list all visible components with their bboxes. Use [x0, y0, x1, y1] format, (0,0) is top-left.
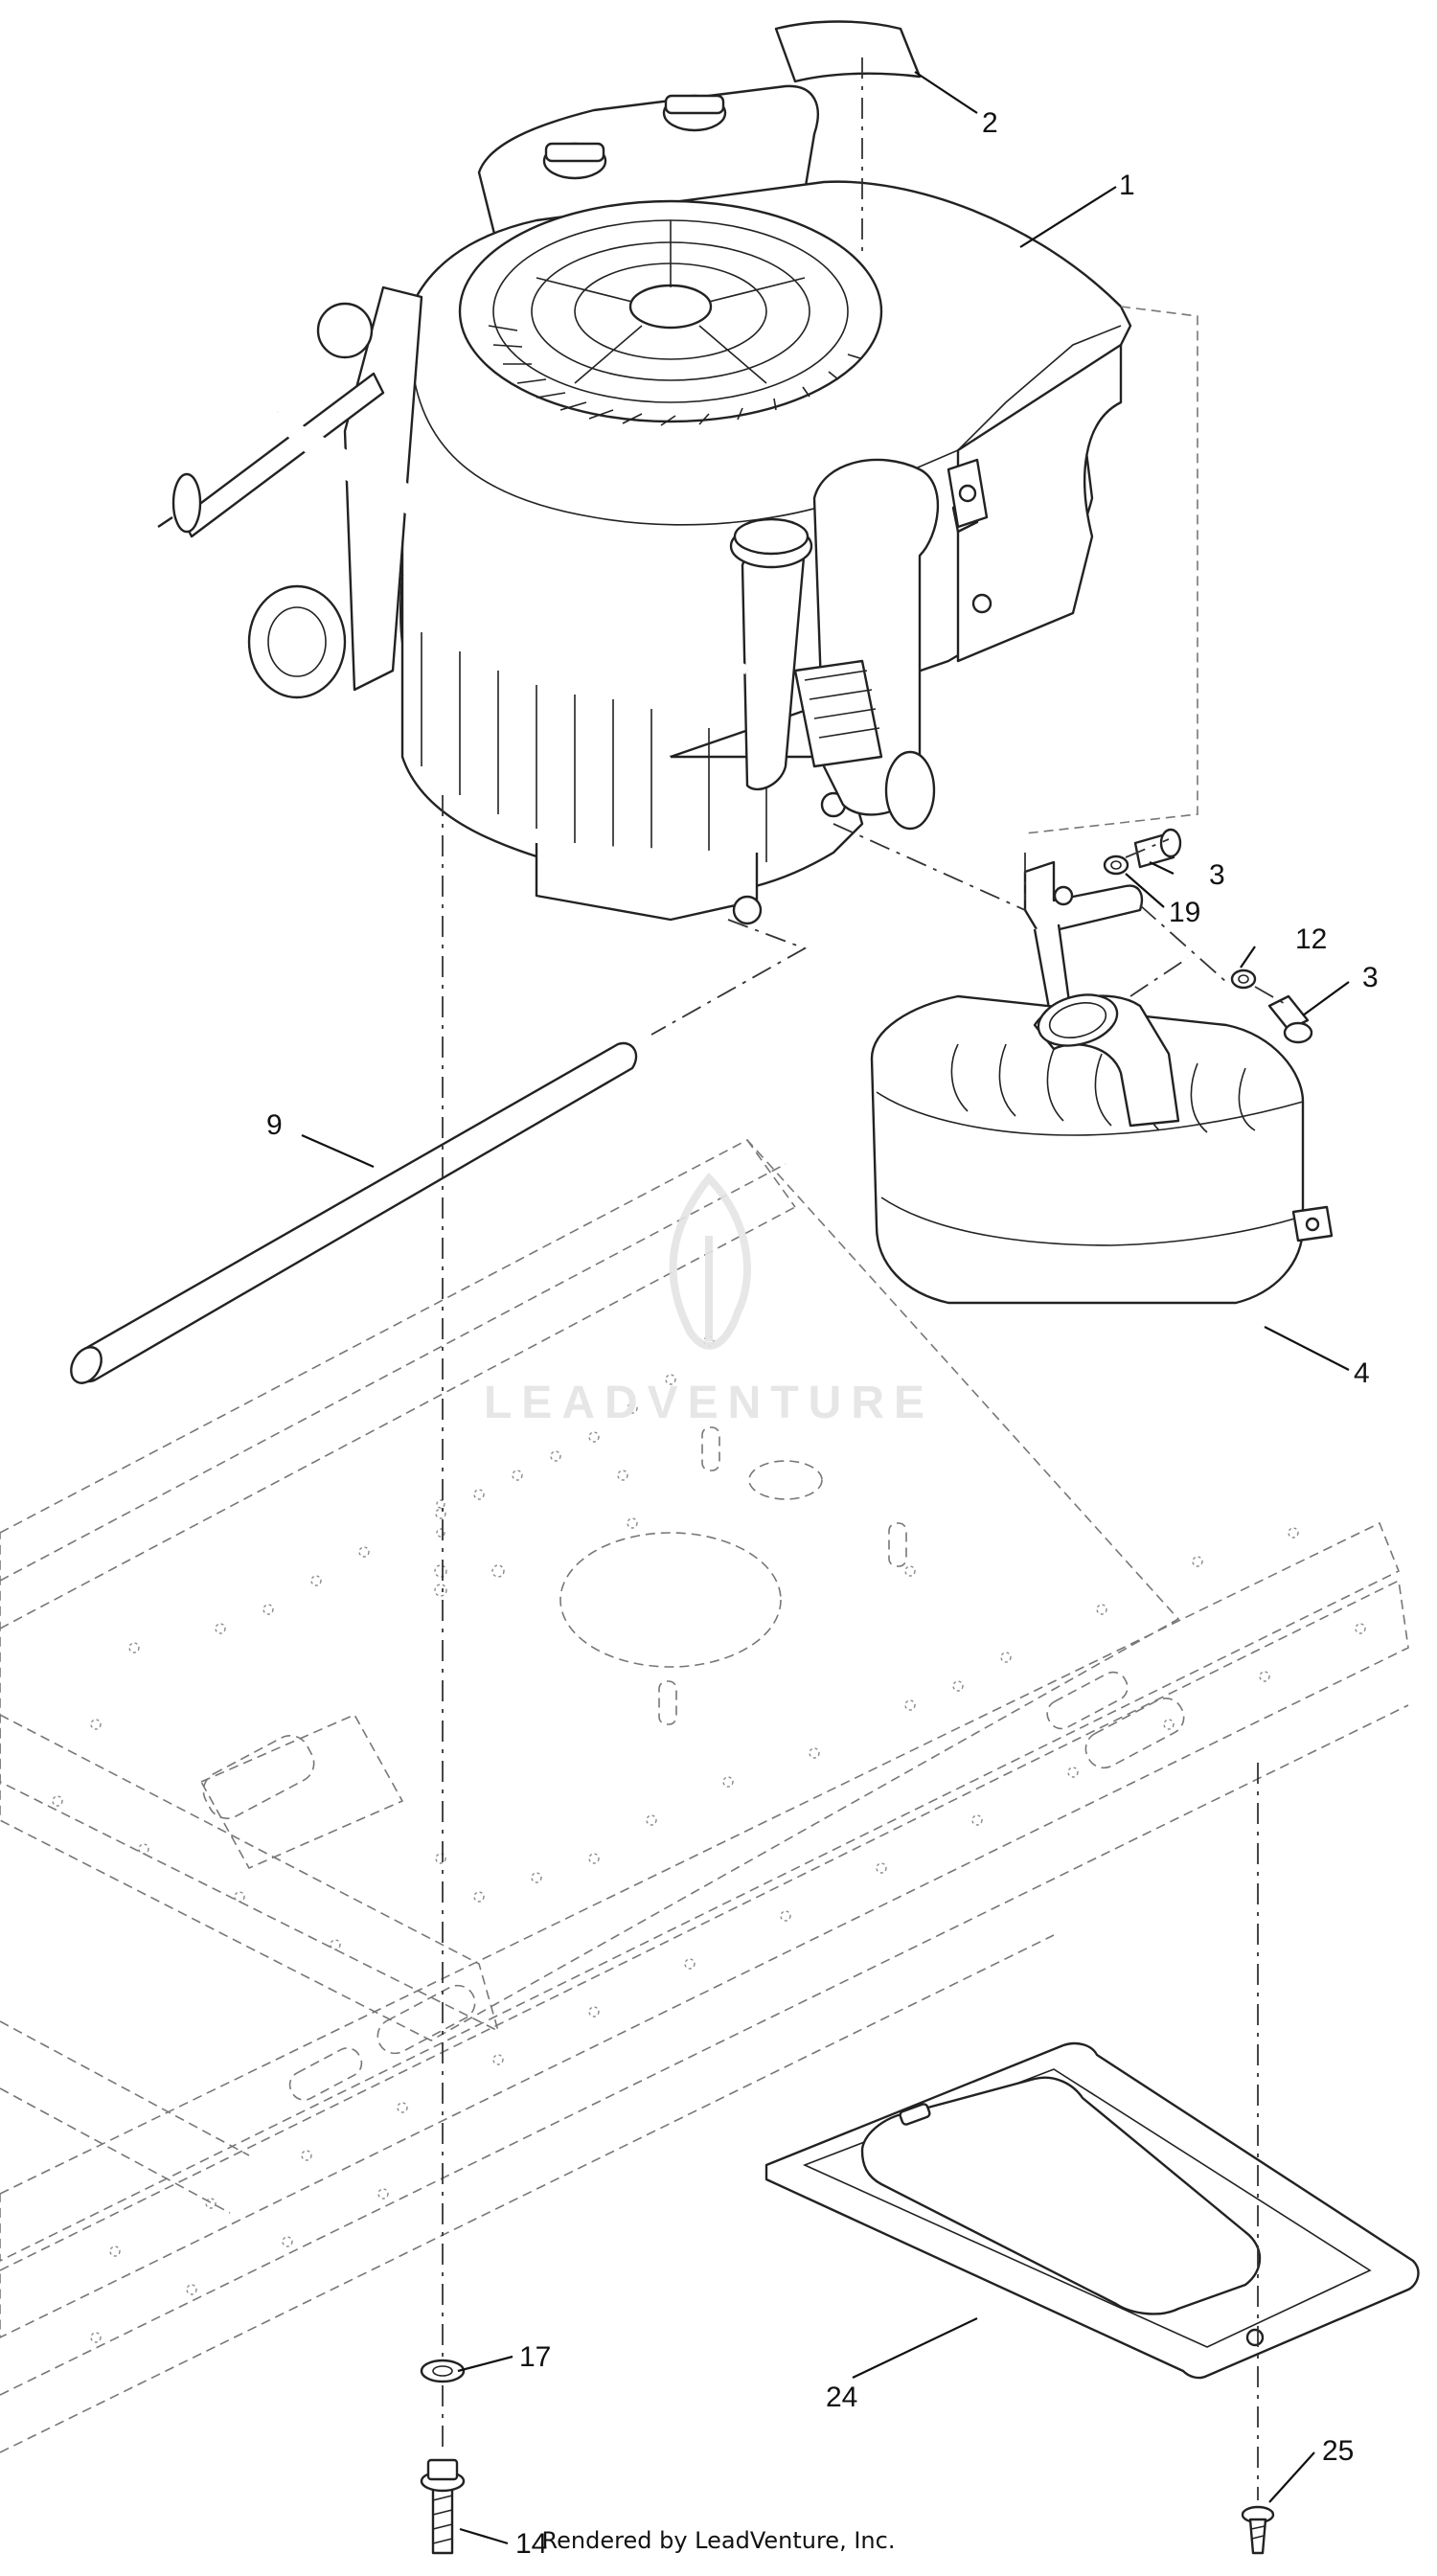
- callout-3-lower: 3: [1362, 962, 1379, 993]
- engine-bolt: [420, 2458, 466, 2555]
- callout-1: 1: [1119, 170, 1135, 201]
- decal: [774, 20, 922, 83]
- callout-4: 4: [1354, 1357, 1370, 1389]
- callout-25: 25: [1322, 2435, 1354, 2467]
- callout-9: 9: [266, 1109, 283, 1141]
- callout-labels: 1 2 3 19 12 3 9 4 17 24 25 14: [266, 107, 1379, 2560]
- assembly-lines: [442, 57, 1289, 2500]
- muffler: [870, 860, 1334, 1305]
- tube: [73, 1041, 638, 1383]
- leader-lines: [301, 71, 1350, 2545]
- callout-12: 12: [1295, 923, 1327, 955]
- callout-14: 14: [515, 2528, 547, 2560]
- washer: [420, 2359, 466, 2383]
- callout-19: 19: [1169, 897, 1200, 928]
- shield-screw: [1241, 2505, 1275, 2555]
- callout-17: 17: [519, 2341, 551, 2373]
- watermark-text: LEADVENTURE: [484, 1378, 934, 1428]
- frame-phantom: [0, 1139, 1409, 2453]
- callout-2: 2: [982, 107, 998, 139]
- leadventure-logo-icon: [669, 1173, 751, 1350]
- heat-shield: [764, 2041, 1420, 2380]
- credit-footer: Rendered by LeadVenture, Inc.: [541, 2527, 896, 2554]
- callout-3-upper: 3: [1209, 859, 1225, 891]
- engine-assembly: [157, 84, 1198, 925]
- callout-24: 24: [826, 2382, 857, 2413]
